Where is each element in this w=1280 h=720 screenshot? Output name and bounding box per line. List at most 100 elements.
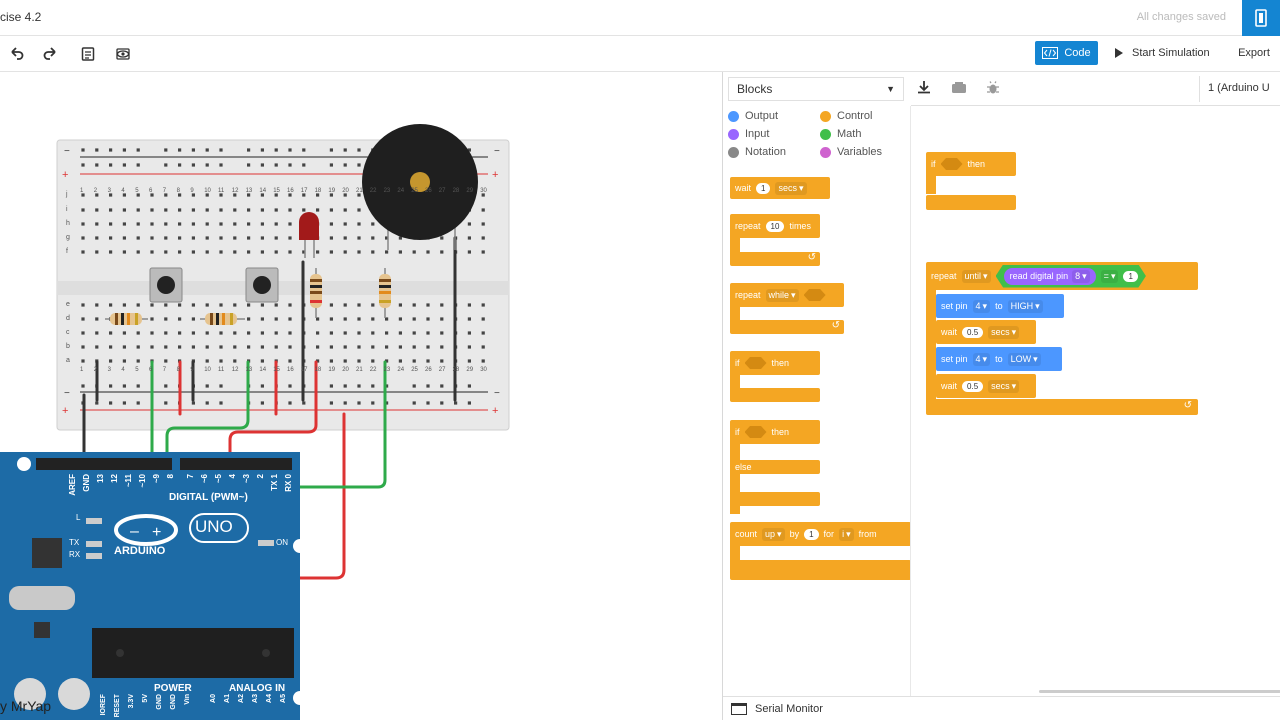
repeat-mode-dropdown[interactable]: while▾ — [765, 288, 799, 302]
pin-number-dropdown[interactable]: 4▾ — [972, 299, 991, 313]
notes-icon[interactable] — [76, 42, 100, 66]
compare-block[interactable]: read digital pin 8▾ =▾ 1 — [995, 264, 1146, 288]
workspace-if-then-block[interactable]: if then — [926, 152, 1016, 176]
resistor[interactable] — [379, 268, 391, 318]
count-variable-dropdown[interactable]: i▾ — [839, 527, 854, 541]
breadboard-column-label: 11 — [218, 367, 225, 373]
push-button[interactable] — [245, 267, 279, 303]
code-workspace[interactable]: if then repeat until▾ read digital pin 8… — [911, 106, 1280, 696]
category-math[interactable]: Math — [820, 128, 861, 140]
workspace-repeat-until-block[interactable]: repeat until▾ read digital pin 8▾ =▾ 1 — [926, 262, 1198, 290]
resistor[interactable] — [310, 268, 322, 318]
breadboard-row-label: i — [66, 206, 68, 213]
condition-slot[interactable] — [803, 289, 826, 301]
serial-monitor-bar[interactable]: Serial Monitor — [723, 696, 1280, 720]
category-output[interactable]: Output — [728, 110, 778, 122]
category-notation[interactable]: Notation — [728, 146, 786, 158]
palette-if-then-block[interactable]: if then — [730, 351, 820, 375]
view-icon[interactable] — [111, 42, 135, 66]
piezo-buzzer[interactable] — [362, 124, 478, 250]
wait-value-input[interactable]: 1 — [756, 182, 771, 194]
category-input[interactable]: Input — [728, 128, 769, 140]
wait-value-input[interactable]: 0.5 — [962, 326, 984, 338]
power-label: POWER — [154, 683, 192, 694]
breadboard-column-label: 14 — [259, 188, 267, 194]
horizontal-scrollbar[interactable] — [1039, 690, 1280, 693]
wait-block[interactable]: wait 0.5 secs▾ — [936, 320, 1036, 344]
breadboard-column-label: 4 — [121, 367, 125, 373]
block-keyword: by — [789, 529, 800, 539]
circuit-canvas[interactable]: − + − + − + − + — [0, 72, 722, 720]
breadboard-column-label: 9 — [190, 188, 194, 194]
wait-unit-dropdown[interactable]: secs▾ — [988, 325, 1020, 339]
resistor[interactable] — [105, 313, 148, 325]
components-panel-button[interactable] — [1242, 0, 1280, 36]
set-pin-block[interactable]: set pin 4▾ to HIGH▾ — [936, 294, 1064, 318]
breadboard-row-label: e — [66, 301, 70, 308]
category-control[interactable]: Control — [820, 110, 872, 122]
library-icon[interactable] — [951, 81, 967, 98]
wire-red-5v[interactable] — [228, 412, 318, 467]
breadboard-column-label: 23 — [383, 367, 391, 373]
compare-operator-dropdown[interactable]: =▾ — [1100, 269, 1119, 283]
block-keyword: if — [735, 358, 740, 368]
condition-slot[interactable] — [744, 426, 767, 438]
arduino-uno-board[interactable]: – + — [0, 452, 307, 720]
wait-value-input[interactable]: 0.5 — [962, 380, 984, 392]
palette-wait-block[interactable]: wait 1 secs▾ — [730, 177, 830, 199]
pin-label: 2 — [256, 474, 265, 479]
resistor[interactable] — [200, 313, 245, 325]
block-spine — [730, 544, 740, 564]
page-title[interactable]: cise 4.2 — [0, 10, 42, 24]
download-icon[interactable] — [917, 80, 933, 96]
palette-count-block[interactable]: count up▾ by 1 for i▾ from — [730, 522, 910, 546]
export-button[interactable]: Export — [1228, 41, 1280, 65]
pin-state-dropdown[interactable]: HIGH▾ — [1007, 299, 1043, 313]
read-digital-pin-block[interactable]: read digital pin 8▾ — [1003, 267, 1096, 285]
push-button[interactable] — [149, 267, 183, 303]
read-pin-dropdown[interactable]: 8▾ — [1072, 269, 1090, 283]
start-simulation-button[interactable]: Start Simulation — [1106, 41, 1216, 65]
code-mode-select[interactable]: Blocks ▼ — [728, 77, 904, 101]
workspace-header: 1 (Arduino U — [911, 72, 1280, 106]
pin-state-dropdown[interactable]: LOW▾ — [1007, 352, 1041, 366]
breadboard-column-label: 15 — [273, 188, 280, 194]
condition-slot[interactable] — [940, 158, 963, 170]
breadboard-column-label: 29 — [466, 188, 474, 194]
debug-bug-icon[interactable] — [986, 81, 1000, 98]
repeat-mode-value: while — [768, 290, 790, 300]
breadboard-column-label: 7 — [162, 188, 167, 194]
compare-value-input[interactable]: 1 — [1123, 270, 1138, 282]
breadboard-column-label: 16 — [287, 367, 294, 373]
analog-in-label: ANALOG IN — [229, 683, 286, 694]
red-led[interactable] — [299, 212, 319, 258]
condition-slot[interactable] — [744, 357, 767, 369]
category-variables[interactable]: Variables — [820, 146, 882, 158]
wait-block[interactable]: wait 0.5 secs▾ — [936, 374, 1036, 398]
palette-repeat-while-block[interactable]: repeat while▾ — [730, 283, 844, 307]
palette-if-else-block[interactable]: if then — [730, 420, 820, 444]
breadboard-column-label: 25 — [411, 367, 418, 373]
pin-label: Vin — [184, 694, 191, 705]
set-pin-block[interactable]: set pin 4▾ to LOW▾ — [936, 347, 1062, 371]
device-select[interactable]: 1 (Arduino U — [1199, 76, 1280, 102]
wait-unit-dropdown[interactable]: secs▾ — [988, 379, 1020, 393]
wait-unit-dropdown[interactable]: secs▾ — [775, 181, 807, 195]
watermark-text: y MrYap — [0, 698, 52, 714]
code-button[interactable]: Code — [1035, 41, 1098, 65]
redo-icon[interactable] — [39, 42, 63, 66]
breadboard-row-label: h — [66, 220, 70, 227]
count-direction-dropdown[interactable]: up▾ — [762, 527, 785, 541]
top-bar: cise 4.2 All changes saved — [0, 0, 1280, 36]
undo-icon[interactable] — [4, 42, 28, 66]
count-step-input[interactable]: 1 — [804, 528, 819, 540]
breadboard-column-label: 15 — [273, 367, 280, 373]
repeat-mode-dropdown[interactable]: until▾ — [961, 269, 991, 283]
pin-label: 7 — [186, 474, 195, 479]
repeat-count-input[interactable]: 10 — [765, 220, 785, 232]
palette-repeat-times-block[interactable]: repeat 10 times — [730, 214, 820, 238]
breadboard-column-label: 12 — [231, 188, 239, 194]
pin-number-dropdown[interactable]: 4▾ — [972, 352, 991, 366]
